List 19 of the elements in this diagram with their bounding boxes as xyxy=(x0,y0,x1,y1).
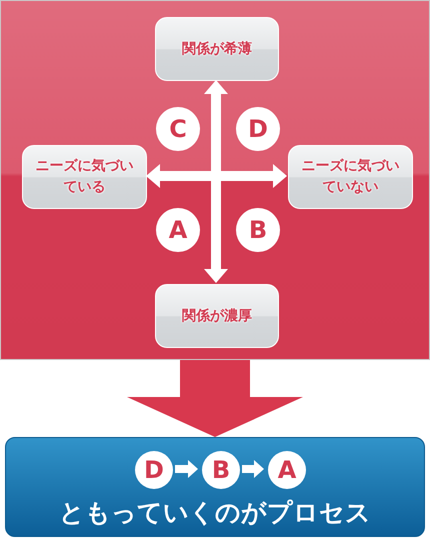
axis-label-box: ニーズに気づいている xyxy=(22,145,147,209)
letter-circle: D xyxy=(135,451,173,489)
letter-circle: A xyxy=(156,208,200,252)
process-caption: ともっていくのがプロセス xyxy=(58,497,372,529)
axis-label-box: 関係が希薄 xyxy=(155,17,279,81)
result-box xyxy=(5,437,425,537)
letter-circle: B xyxy=(202,451,240,489)
letter-circle: B xyxy=(236,208,280,252)
letter-circle: A xyxy=(268,451,306,489)
arrow xyxy=(242,460,264,478)
quadrant-panel xyxy=(0,0,430,360)
block-arrow xyxy=(127,360,303,437)
axis-label-box: 関係が濃厚 xyxy=(155,284,279,348)
letter-circle: C xyxy=(156,107,200,151)
arrow xyxy=(175,460,198,478)
axis-arrow xyxy=(146,164,287,188)
axis-label-box: ニーズに気づいていない xyxy=(288,145,413,209)
axis-arrow xyxy=(204,80,228,283)
letter-circle: D xyxy=(236,107,280,151)
